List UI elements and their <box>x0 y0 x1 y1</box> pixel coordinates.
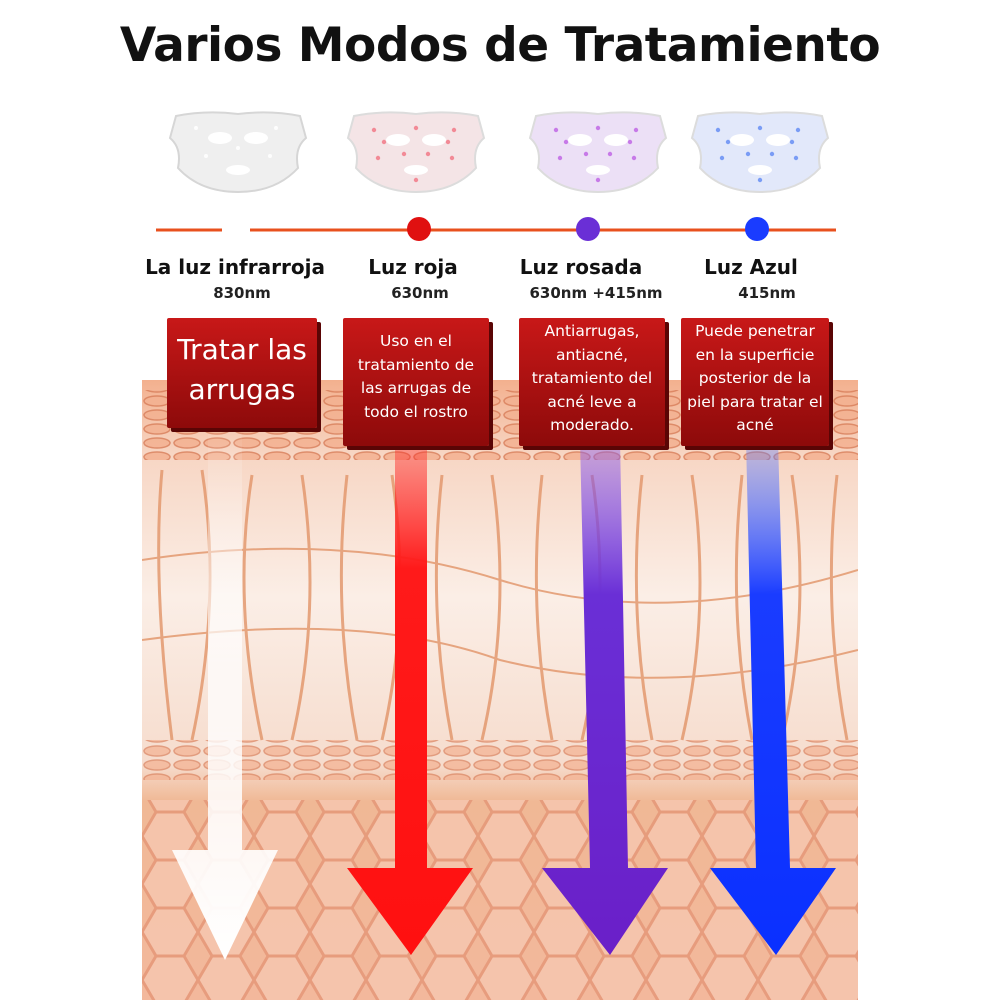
mode-label-pink: Luz rosada <box>519 255 643 279</box>
page-title: Varios Modos de Tratamiento <box>119 18 881 73</box>
face-mask-red-icon <box>346 111 486 194</box>
arrow-blue-icon <box>710 440 836 955</box>
mode-label-blue: Luz Azul <box>704 255 798 279</box>
face-mask-purple-icon <box>528 111 668 194</box>
dot-red-icon <box>407 217 431 241</box>
face-mask-blue-icon <box>690 111 830 194</box>
description-red: Uso en el tratamiento de las arrugas de … <box>343 318 489 446</box>
wavelength-timeline <box>156 217 836 241</box>
dot-purple-icon <box>576 217 600 241</box>
mode-label-infrared: La luz infrarroja <box>145 255 325 279</box>
description-infrared: Tratar las arrugas <box>167 318 317 428</box>
mode-wavelength-pink: 630nm +415nm <box>529 284 663 302</box>
description-pink: Antiarrugas, antiacné, tratamiento del a… <box>519 318 665 446</box>
mode-wavelength-infrared: 830nm <box>213 284 271 302</box>
face-mask-white-icon <box>168 111 308 194</box>
mode-wavelength-red: 630nm <box>391 284 449 302</box>
mode-wavelength-blue: 415nm <box>738 284 796 302</box>
dot-blue-icon <box>745 217 769 241</box>
description-blue: Puede penetrar en la superficie posterio… <box>681 318 829 446</box>
arrow-infrared-icon <box>172 420 278 960</box>
mode-label-red: Luz roja <box>368 255 458 279</box>
arrow-red-icon <box>347 440 473 955</box>
arrow-pink-icon <box>542 440 668 955</box>
